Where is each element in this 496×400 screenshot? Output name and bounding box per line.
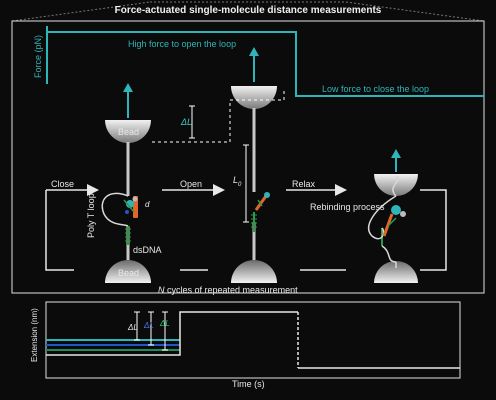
- delta-l-guide: [152, 88, 285, 143]
- protein-complex-2: [254, 192, 270, 211]
- l0-bracket: [243, 144, 249, 223]
- d-symbol: d: [145, 200, 150, 209]
- relax-label: Relax: [292, 179, 316, 189]
- extension-delta-label-3: ΔL: [160, 319, 170, 328]
- main-panel-frame: [11, 20, 485, 294]
- open-label: Open: [180, 179, 203, 189]
- bead-top-3: [374, 174, 418, 196]
- poly-t-loop-label: Poly T loop: [86, 193, 96, 238]
- extension-delta-label-1: ΔL: [128, 323, 138, 332]
- bead-top-label: Bead: [118, 127, 140, 137]
- close-label: Close: [51, 179, 75, 189]
- delta-l-bracket: [189, 105, 195, 139]
- force-trace: [46, 26, 484, 97]
- cycle-loop: [45, 189, 447, 271]
- rebinding-strand: [367, 175, 399, 263]
- bead-top-1: [105, 120, 151, 196]
- bead-bottom-label: Bead: [118, 268, 140, 278]
- low-force-label: Low force to close the loop: [322, 84, 430, 94]
- delta-l-label: ΔL: [181, 117, 193, 127]
- high-force-label: High force to open the loop: [128, 39, 237, 49]
- cycles-label: N cycles of repeated measurement: [158, 285, 298, 295]
- extension-traces: [46, 311, 460, 369]
- extension-delta-bars: [134, 311, 168, 351]
- bead-top-2: [231, 86, 277, 192]
- extension-xlabel: Time (s): [232, 379, 265, 389]
- diagram-title: Force-actuated single-molecule distance …: [114, 5, 382, 16]
- protein-complex-3: [382, 205, 406, 237]
- extension-delta-label-2: ΔL: [144, 321, 154, 330]
- l0-label: L0: [233, 175, 242, 188]
- force-axis-label: Force (pN): [33, 34, 43, 78]
- protein-complex-1: [123, 196, 138, 218]
- rebinding-label: Rebinding process: [310, 202, 385, 212]
- bead-bottom-3: [374, 261, 418, 283]
- dsdna-label: dsDNA: [133, 245, 162, 255]
- title-frame: [11, 1, 485, 22]
- force-arrow-icons: [123, 47, 401, 172]
- poly-t-loop: [101, 192, 129, 227]
- extension-ylabel: Extension (nm): [30, 308, 39, 362]
- dsdna-rungs: [125, 214, 257, 242]
